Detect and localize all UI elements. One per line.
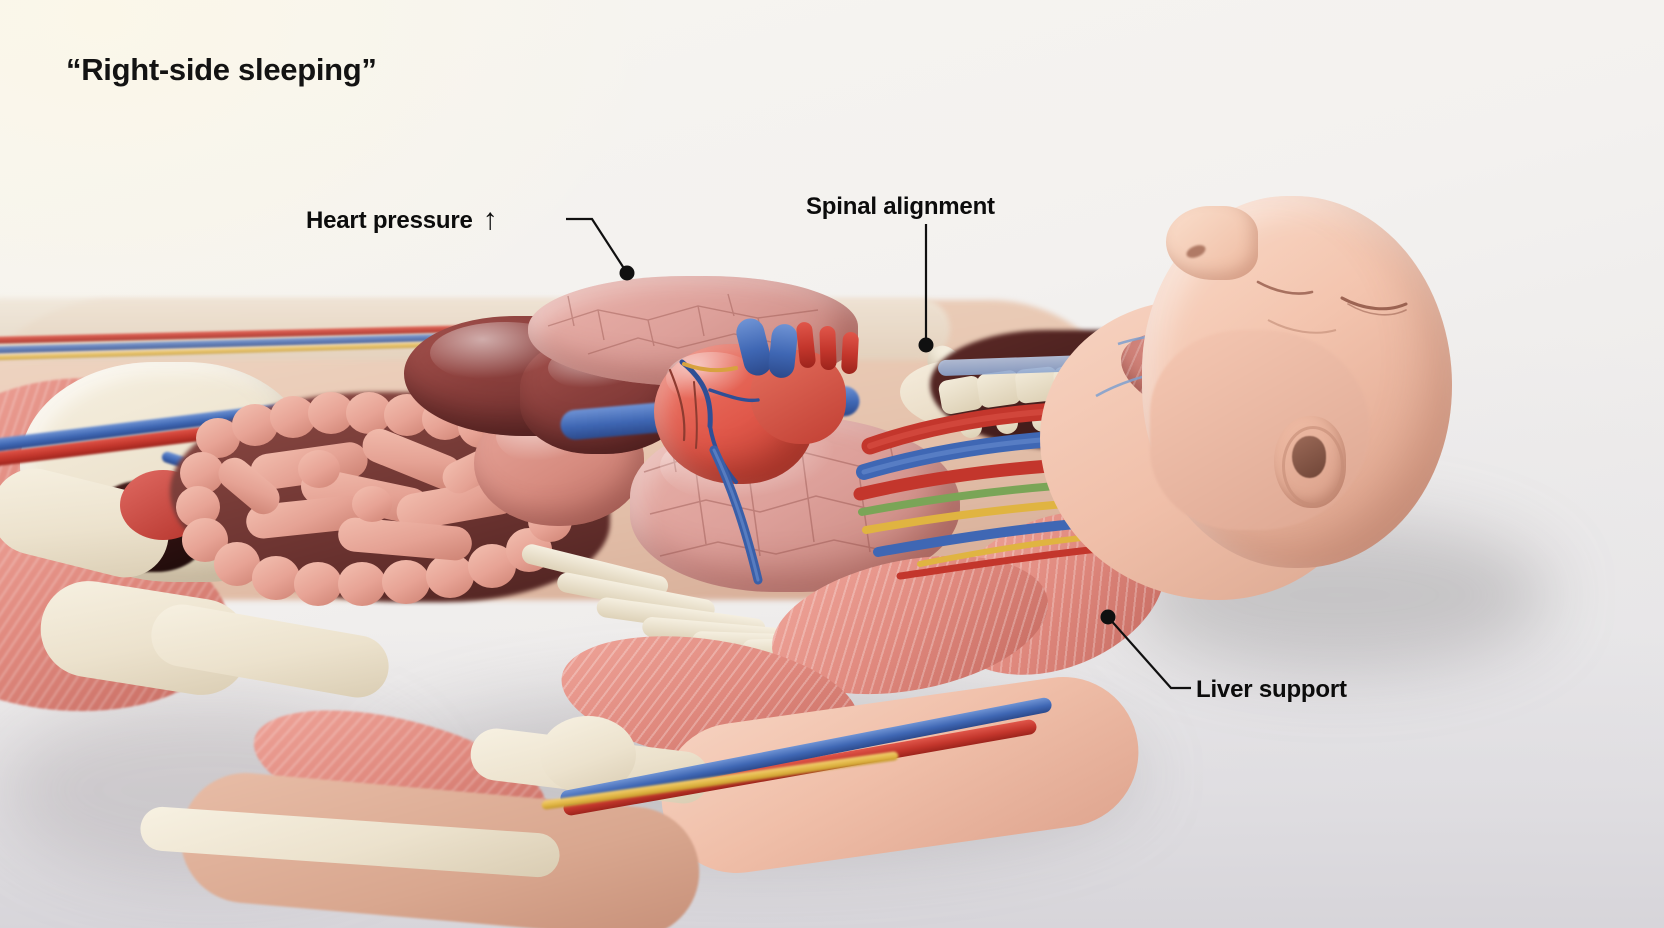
callout-spinal-alignment: Spinal alignment: [806, 193, 995, 221]
coronary-vessels: [668, 359, 760, 484]
callout-liver-support-label: Liver support: [1196, 676, 1347, 703]
callout-spinal-alignment-label: Spinal alignment: [806, 193, 995, 220]
callout-dot-heart-pressure: [619, 265, 635, 281]
ear-helix: [1282, 426, 1344, 506]
arrow-up-icon: ↑: [482, 203, 498, 236]
callout-heart-pressure: Heart pressure ↑: [306, 203, 498, 236]
page-title: “Right-side sleeping”: [66, 52, 377, 87]
leader-heart-pressure: [566, 217, 628, 274]
callout-heart-pressure-label: Heart pressure: [306, 207, 473, 234]
facial-features: [1256, 280, 1408, 334]
callout-liver-support: Liver support: [1196, 676, 1347, 704]
callout-dot-spinal-alignment: [918, 337, 934, 353]
callout-dot-liver-support: [1100, 609, 1116, 625]
leader-liver-support: [1107, 616, 1191, 690]
lower-lung-vein: [709, 445, 763, 585]
nose: [1166, 206, 1258, 280]
